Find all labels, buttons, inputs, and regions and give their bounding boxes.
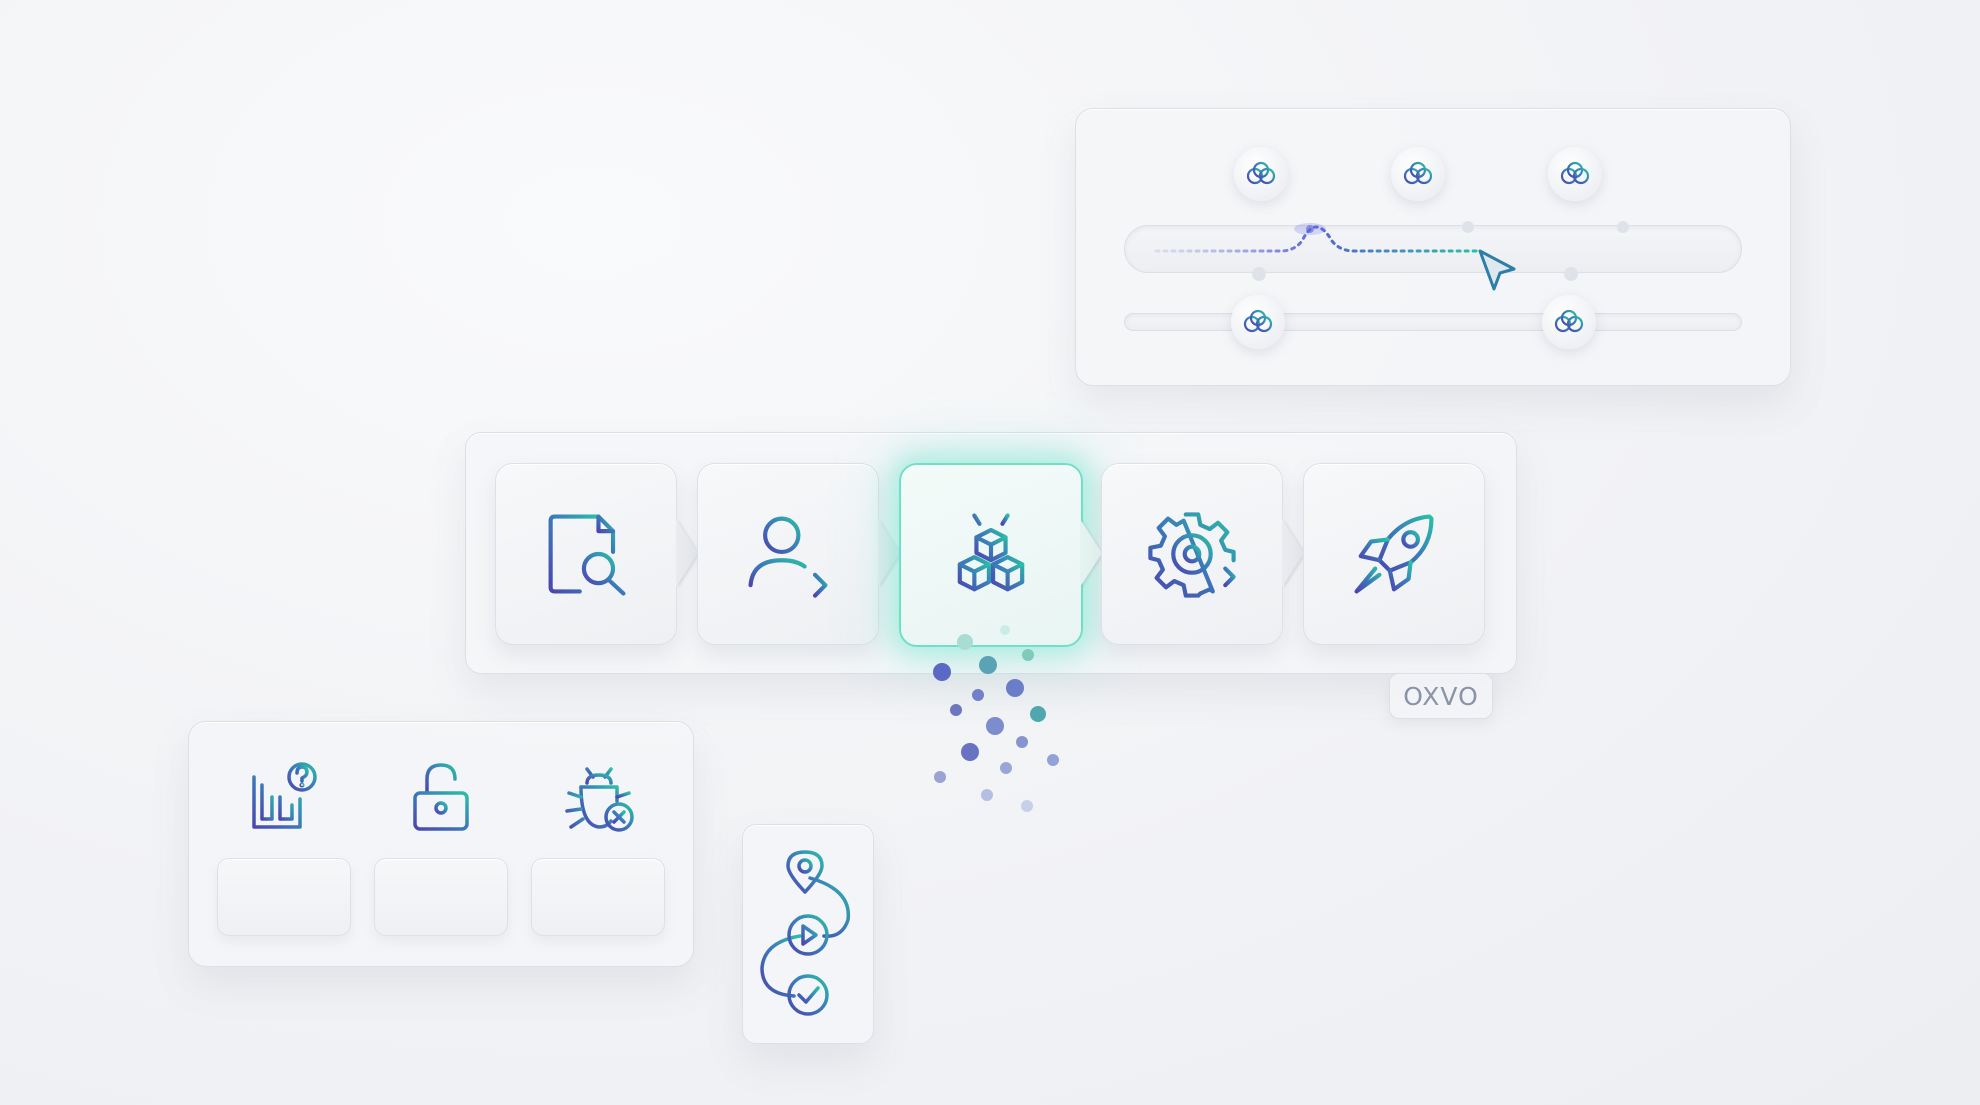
cloud-icon bbox=[1554, 309, 1584, 333]
timeline-track-top[interactable] bbox=[1124, 225, 1742, 273]
brand-badge: OXVO bbox=[1389, 673, 1493, 719]
timeline-trail bbox=[1154, 223, 1478, 253]
step-configure[interactable] bbox=[1101, 463, 1283, 645]
step-document-search[interactable] bbox=[495, 463, 677, 645]
particle-spray bbox=[933, 625, 1059, 812]
step-user-handoff[interactable] bbox=[697, 463, 879, 645]
issue-slot[interactable] bbox=[374, 858, 508, 936]
pointer-icon bbox=[1478, 249, 1516, 291]
step-build[interactable] bbox=[899, 463, 1083, 647]
step-connector bbox=[1080, 519, 1102, 587]
play-circle-icon[interactable] bbox=[785, 912, 831, 958]
document-search-icon bbox=[548, 514, 626, 596]
cloud-icon bbox=[1403, 161, 1433, 185]
journey-path bbox=[760, 876, 851, 998]
cloud-node[interactable] bbox=[1542, 295, 1596, 349]
step-connector bbox=[676, 519, 698, 587]
cubes-build-icon bbox=[957, 507, 1025, 592]
rocket-icon bbox=[1354, 514, 1434, 594]
issue-slot[interactable] bbox=[217, 858, 351, 936]
brand-label: OXVO bbox=[1403, 681, 1479, 711]
step-launch[interactable] bbox=[1303, 463, 1485, 645]
track-marker bbox=[1617, 221, 1629, 233]
track-marker bbox=[1252, 267, 1266, 281]
cloud-icon bbox=[1246, 161, 1276, 185]
track-marker bbox=[1564, 267, 1578, 281]
bug-remove-icon[interactable] bbox=[557, 755, 641, 839]
check-circle-icon[interactable] bbox=[785, 972, 831, 1018]
cloud-node[interactable] bbox=[1234, 147, 1288, 201]
cloud-node[interactable] bbox=[1548, 147, 1602, 201]
cloud-node[interactable] bbox=[1231, 295, 1285, 349]
cloud-node[interactable] bbox=[1391, 147, 1445, 201]
unlock-icon[interactable] bbox=[399, 755, 483, 839]
maze-question-icon[interactable] bbox=[240, 755, 324, 839]
cloud-icon bbox=[1243, 309, 1273, 333]
step-connector bbox=[878, 519, 900, 587]
step-connector bbox=[1282, 519, 1304, 587]
gear-arrow-icon bbox=[1148, 512, 1236, 598]
cloud-icon bbox=[1560, 161, 1590, 185]
user-arrow-icon bbox=[748, 516, 828, 598]
timeline-panel bbox=[1075, 108, 1791, 386]
track-marker bbox=[1462, 221, 1474, 233]
issue-slot[interactable] bbox=[531, 858, 665, 936]
location-pin-icon[interactable] bbox=[782, 848, 828, 896]
